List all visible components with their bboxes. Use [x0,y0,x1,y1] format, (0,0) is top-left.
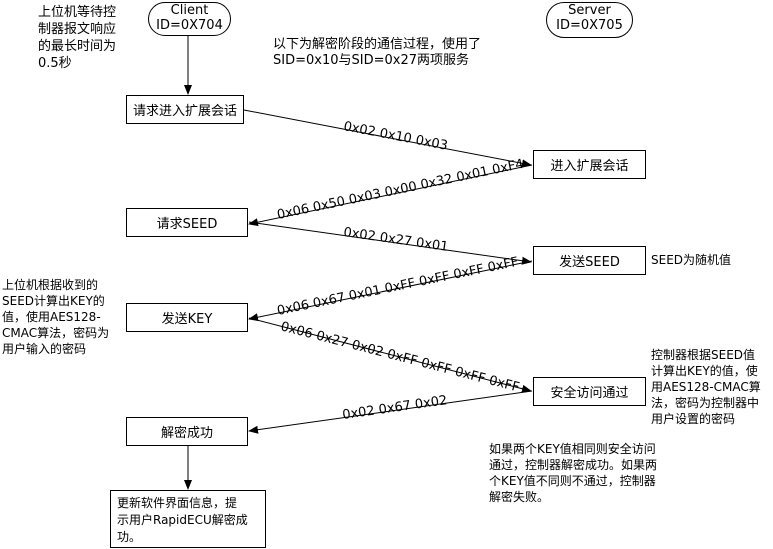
server-lifeline-header: Server ID=0X705 [546,2,633,38]
message-label-4: 0x06 0x67 0x01 0xFF 0xFF 0xFF 0xFF [276,255,520,319]
message-label-2: 0x06 0x50 0x03 0x00 0x32 0x01 0xF4 [276,157,525,223]
request-seed-box: 请求SEED [126,208,248,237]
message-arrow-1 [243,109,532,168]
message-label-6: 0x02 0x67 0x02 [341,393,448,423]
send-key-box: 发送KEY [126,303,248,332]
message-arrow-4 [248,260,533,322]
client-name: Client [170,3,209,18]
client-id: ID=0X704 [156,18,223,33]
message-arrow-5 [248,317,532,393]
message-arrow-2 [248,164,533,227]
wait-time-note: 上位机等待控 制器报文响应 的最长时间为 0.5秒 [38,5,117,71]
request-session-box: 请求进入扩展会话 [126,95,244,124]
security-access-box: 安全访问通过 [533,377,646,406]
server-id: ID=0X705 [556,18,623,33]
message-arrow-3 [248,221,532,265]
enter-session-box: 进入扩展会话 [533,150,646,179]
message-arrow-6 [248,390,533,434]
message-label-1: 0x02 0x10 0x03 [342,119,449,154]
message-label-3: 0x02 0x27 0x01 [342,225,449,255]
intro-note: 以下为解密阶段的通信过程，使用了 SID=0x10与SID=0x27两项服务 [273,37,482,68]
server-name: Server [568,3,611,18]
send-seed-box: 发送SEED [533,246,646,275]
client-lifeline-header: Client ID=0X704 [148,2,231,36]
message-label-5: 0x06 0x27 0x02 0xFF 0xFF 0xFF 0xFF [279,319,521,395]
seed-random-note: SEED为随机值 [651,253,732,267]
server-key-note: 控制器根据SEED值 计算出KEY的值，使 用AES128-CMAC算 法，密码… [651,348,761,426]
client-key-note: 上位机根据收到的 SEED计算出KEY的 值，使用AES128- CMAC算法，… [2,278,110,356]
result-note: 如果两个KEY值相同则安全访问 通过，控制器解密成功。如果两 个KEY值不同则不… [489,442,658,504]
decrypt-success-box: 解密成功 [126,417,248,446]
update-ui-box: 更新软件界面信息，提 示用户RapidECU解密成 功。 [110,490,266,548]
